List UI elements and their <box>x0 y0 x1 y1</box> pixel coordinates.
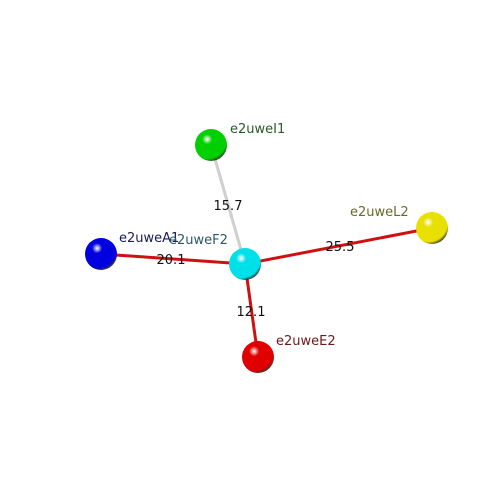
node-sphere-e2uweI1 <box>195 129 227 161</box>
edge-e2uweF2-e2uweA1 <box>99 252 247 266</box>
node-label-e2uweL2: e2uweL2 <box>350 205 409 220</box>
edge-label-layer: 15.7 20.1 25.5 12.1 <box>157 199 355 320</box>
distance-label: 15.7 <box>214 199 243 214</box>
node-label-e2uweF2: e2uweF2 <box>169 233 228 248</box>
node-label-e2uweA1: e2uweA1 <box>119 231 179 246</box>
node-label-e2uweI1: e2uweI1 <box>230 122 285 137</box>
node-sphere-e2uweF2 <box>229 248 261 280</box>
node-label-e2uweE2: e2uweE2 <box>276 334 336 349</box>
node-sphere-e2uweE2 <box>242 341 274 373</box>
node-sphere-e2uweA1 <box>85 238 117 270</box>
edge-e2uweF2-e2uweL2 <box>243 226 434 266</box>
edge-e2uweF2-e2uweI1 <box>209 143 247 266</box>
distance-label: 25.5 <box>326 240 355 255</box>
edge-layer <box>99 143 434 359</box>
node-layer <box>85 129 448 373</box>
distance-label: 20.1 <box>157 253 186 268</box>
node-sphere-e2uweL2 <box>416 212 448 244</box>
distance-label: 12.1 <box>237 305 266 320</box>
